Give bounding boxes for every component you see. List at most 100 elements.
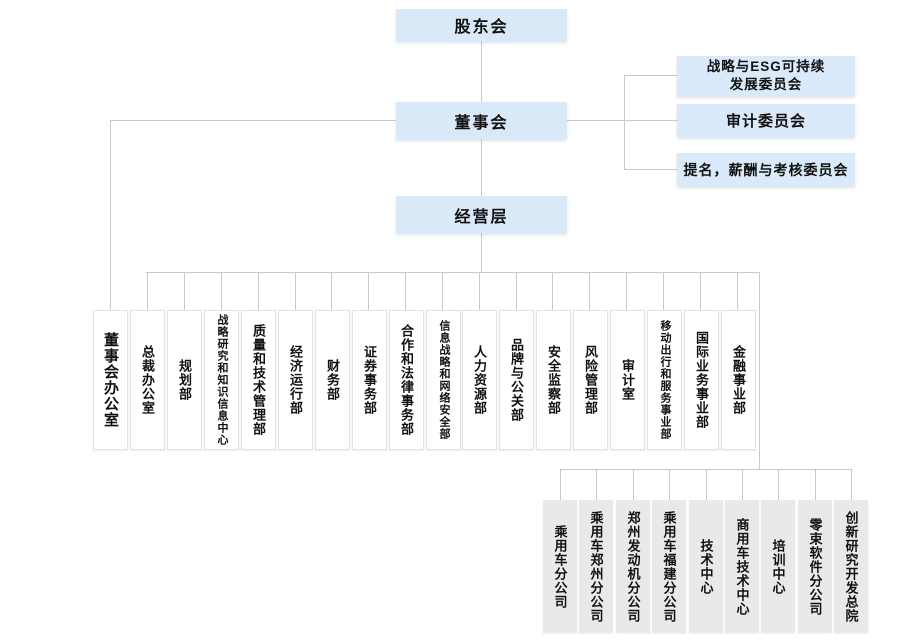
dept-label: 董事会办公室 <box>102 332 119 428</box>
connector-committee-3 <box>624 169 677 170</box>
sub-technical-center: 技术中心 <box>689 500 723 633</box>
sub-commercial-tech-center: 商用车技术中心 <box>725 500 759 633</box>
committee-label-line1: 战略与ESG可持续 <box>706 58 826 74</box>
connector-drop <box>331 272 332 310</box>
dept-label: 总裁办公室 <box>140 345 155 415</box>
dept-label: 合作和法律事务部 <box>399 324 414 436</box>
node-label: 经营层 <box>454 208 509 226</box>
connector-drop <box>258 272 259 310</box>
dept-risk-management: 风险管理部 <box>573 310 608 450</box>
connector-drop <box>147 272 148 310</box>
dept-board-office: 董事会办公室 <box>93 310 128 450</box>
dept-label: 战略研究和知识信息中心 <box>216 314 228 446</box>
dept-finance: 财务部 <box>315 310 350 450</box>
dept-president-office: 总裁办公室 <box>130 310 165 450</box>
connector-drop <box>368 272 369 310</box>
connector-board-office-horizontal <box>110 120 396 121</box>
dept-mobility-services: 移动出行和服务事业部 <box>647 310 682 450</box>
connector-drop <box>700 272 701 310</box>
connector-board-management <box>481 139 482 196</box>
dept-label: 金融事业部 <box>731 345 746 415</box>
connector-drop <box>742 469 743 500</box>
connector-board-office-vertical <box>110 120 111 310</box>
dept-label: 规划部 <box>177 359 192 401</box>
dept-label: 品牌与公关部 <box>509 338 524 422</box>
connector-drop <box>815 469 816 500</box>
dept-brand-pr: 品牌与公关部 <box>499 310 534 450</box>
connector-drop <box>706 469 707 500</box>
connector-drop <box>596 469 597 500</box>
dept-label: 经济运行部 <box>288 345 303 415</box>
connector-drop <box>669 469 670 500</box>
dept-label: 质量和技术管理部 <box>251 324 266 436</box>
node-shareholders: 股东会 <box>396 9 567 41</box>
connector-dept-trunk <box>146 272 760 273</box>
dept-label: 风险管理部 <box>583 345 598 415</box>
connector-drop <box>737 272 738 310</box>
dept-quality-tech: 质量和技术管理部 <box>241 310 276 450</box>
sub-passenger-zhengzhou: 乘用车郑州分公司 <box>579 500 613 633</box>
dept-financial-business: 金融事业部 <box>721 310 756 450</box>
connector-management-trunk <box>481 233 482 273</box>
node-committee-strategy-esg: 战略与ESG可持续 发展委员会 <box>677 56 855 96</box>
connector-drop <box>516 272 517 310</box>
sub-innovation-rd-institute: 创新研究开发总院 <box>834 500 868 633</box>
sub-passenger-vehicle: 乘用车分公司 <box>543 500 577 633</box>
sub-passenger-fujian: 乘用车福建分公司 <box>652 500 686 633</box>
dept-label: 国际业务事业部 <box>694 331 709 429</box>
connector-committee-1 <box>624 75 677 76</box>
dept-label: 审计室 <box>620 359 635 401</box>
dept-label: 信息战略和网络安全部 <box>438 320 450 440</box>
connector-drop <box>479 272 480 310</box>
dept-international-business: 国际业务事业部 <box>684 310 719 450</box>
connector-committee-trunk <box>624 75 625 170</box>
connector-subsidiary-feed <box>759 272 760 470</box>
sub-label: 郑州发动机分公司 <box>625 510 641 623</box>
dept-label: 安全监察部 <box>546 345 561 415</box>
dept-cooperation-legal: 合作和法律事务部 <box>389 310 424 450</box>
committee-label: 提名，薪酬与考核委员会 <box>683 161 849 178</box>
connector-drop <box>295 272 296 310</box>
sub-zhengzhou-engine: 郑州发动机分公司 <box>616 500 650 633</box>
connector-drop <box>778 469 779 500</box>
sub-label: 商用车技术中心 <box>734 517 750 616</box>
dept-label: 证券事务部 <box>362 345 377 415</box>
node-committee-nomination: 提名，薪酬与考核委员会 <box>677 153 855 186</box>
node-board: 董事会 <box>396 102 567 139</box>
connector-drop <box>442 272 443 310</box>
connector-drop <box>405 272 406 310</box>
connector-drop <box>221 272 222 310</box>
dept-economic-operation: 经济运行部 <box>278 310 313 450</box>
connector-drop <box>552 272 553 310</box>
connector-drop <box>560 469 561 500</box>
connector-shareholders-board <box>481 41 482 102</box>
sub-training-center: 培训中心 <box>761 500 795 633</box>
connector-drop <box>184 272 185 310</box>
sub-label: 零束软件分公司 <box>807 517 823 616</box>
connector-drop <box>633 469 634 500</box>
sub-zbound-software: 零束软件分公司 <box>798 500 832 633</box>
committee-label: 审计委员会 <box>725 113 806 130</box>
node-committee-audit: 审计委员会 <box>677 104 855 137</box>
committee-label-line2: 发展委员会 <box>729 77 803 92</box>
connector-drop <box>589 272 590 310</box>
sub-label: 乘用车郑州分公司 <box>588 510 604 623</box>
connector-drop <box>663 272 664 310</box>
dept-label: 人力资源部 <box>472 345 487 415</box>
node-label: 董事会 <box>454 114 509 132</box>
dept-strategy-research: 战略研究和知识信息中心 <box>204 310 239 450</box>
sub-label: 创新研究开发总院 <box>843 510 859 623</box>
dept-label: 财务部 <box>325 359 340 401</box>
sub-label: 乘用车分公司 <box>552 524 568 609</box>
sub-label: 培训中心 <box>770 538 786 595</box>
dept-human-resources: 人力资源部 <box>462 310 497 450</box>
sub-label: 乘用车福建分公司 <box>661 510 677 623</box>
connector-board-committees <box>567 120 677 121</box>
node-management: 经营层 <box>396 196 567 233</box>
connector-drop <box>851 469 852 500</box>
dept-audit-office: 审计室 <box>610 310 645 450</box>
connector-drop <box>626 272 627 310</box>
dept-label: 移动出行和服务事业部 <box>659 320 671 440</box>
sub-label: 技术中心 <box>698 538 714 595</box>
